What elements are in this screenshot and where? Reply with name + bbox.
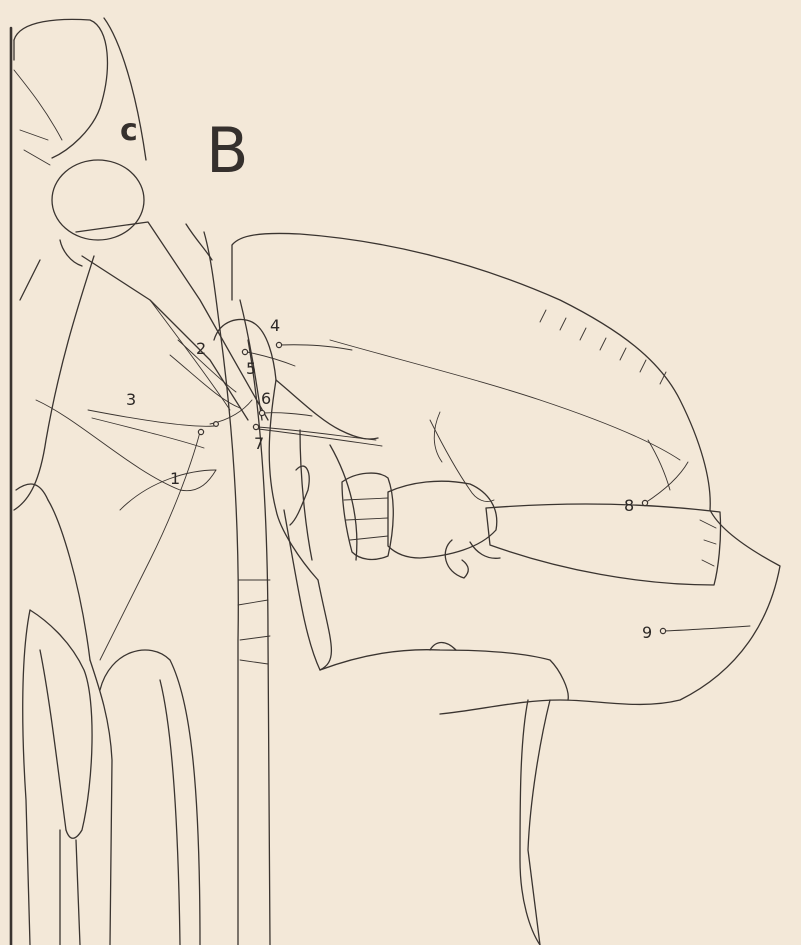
- seta-pin-1: [198, 429, 203, 434]
- seta-label-3: 3: [126, 390, 136, 409]
- label-pins: [198, 342, 665, 633]
- seta-label-8: 8: [624, 496, 634, 515]
- seta-pin-3: [214, 422, 219, 427]
- body-plate: [214, 233, 780, 945]
- seta-pin-5: [242, 349, 247, 354]
- seta-label-4: 4: [270, 316, 280, 335]
- appendage-c: [14, 18, 268, 420]
- seta-pin-4: [276, 342, 281, 347]
- seta-label-9: 9: [642, 623, 652, 642]
- seta-label-5: 5: [246, 359, 256, 378]
- plate-margin: [330, 310, 680, 490]
- setae-left: [36, 300, 252, 660]
- seta-pin-8: [642, 500, 647, 505]
- panel-letter: B: [206, 114, 249, 187]
- left-body-contours: [14, 256, 200, 945]
- seta-label-2: 2: [196, 339, 206, 358]
- seta-lines: [247, 345, 750, 631]
- seta-label-1: 1: [170, 469, 180, 488]
- seta-pin-9: [660, 628, 665, 633]
- claws: [430, 412, 500, 578]
- seta-label-6: 6: [261, 389, 271, 408]
- seta-pin-7: [253, 424, 258, 429]
- stippled-appendage: [486, 504, 721, 585]
- seta-pin-6: [259, 410, 264, 415]
- sub-label-c: c: [120, 113, 138, 148]
- seta-label-7: 7: [254, 434, 264, 453]
